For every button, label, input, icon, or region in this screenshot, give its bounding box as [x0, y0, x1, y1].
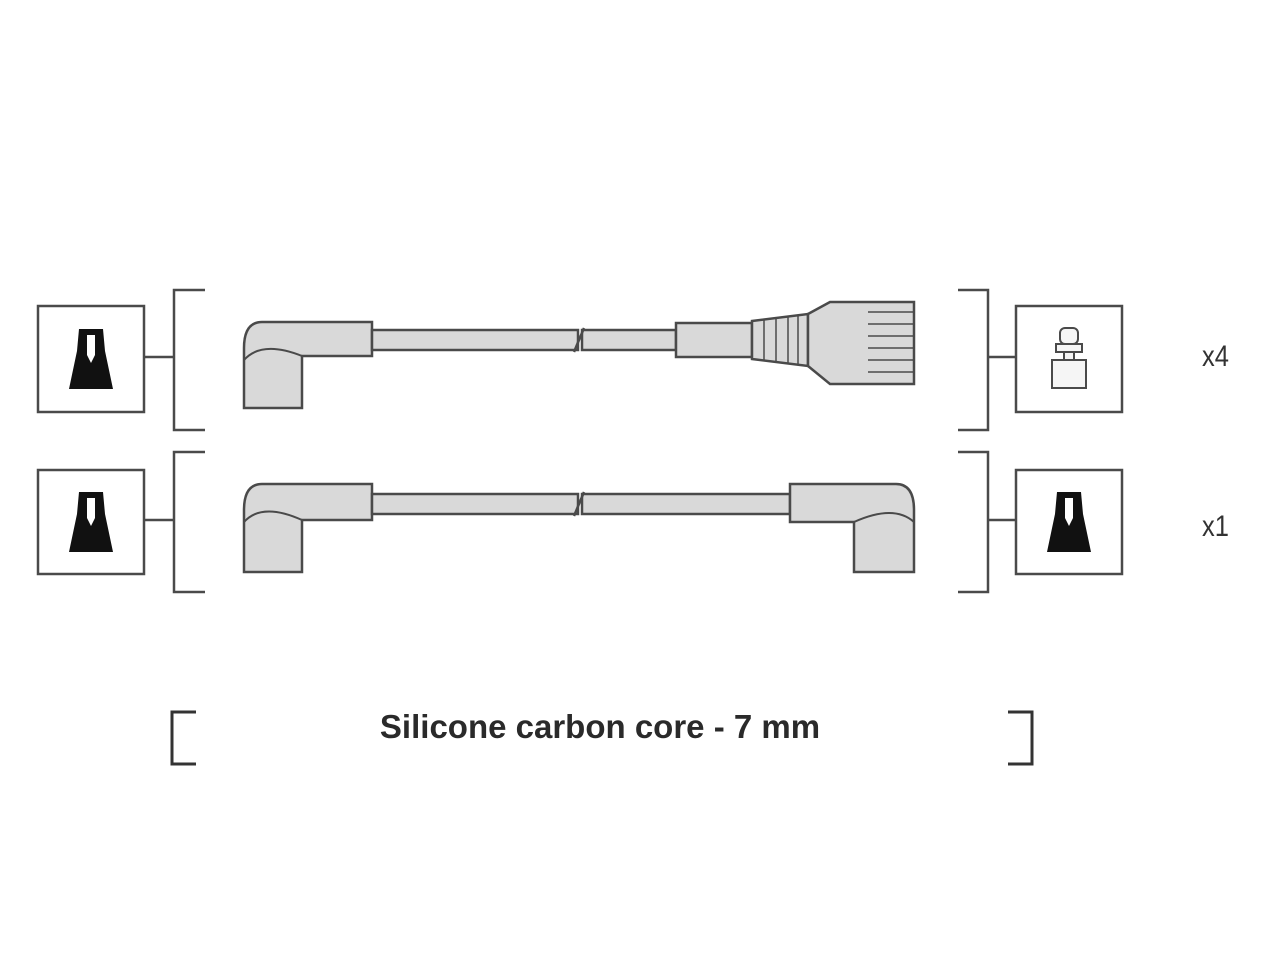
- left-bracket-2: [172, 450, 205, 594]
- right-terminal-box-1: [988, 304, 1124, 414]
- left-terminal-box-2: [36, 468, 174, 576]
- cable-row-1: [36, 288, 1124, 432]
- angled-boot-right-2: [788, 482, 916, 574]
- caption-bracket-right: [1008, 710, 1034, 766]
- straight-boot-right-1: [674, 300, 916, 386]
- left-terminal-box-1: [36, 304, 174, 414]
- angled-boot-left-2: [242, 482, 374, 574]
- cable-2: [370, 491, 792, 517]
- cable-row-2: [36, 450, 1124, 594]
- angled-boot-left-1: [242, 320, 374, 410]
- right-terminal-box-2: [988, 468, 1124, 576]
- right-bracket-1: [958, 288, 990, 432]
- right-bracket-2: [958, 450, 990, 594]
- left-bracket-1: [172, 288, 205, 432]
- spark-plug-terminal-icon: [1051, 327, 1087, 389]
- cable-core-caption: Silicone carbon core - 7 mm: [379, 708, 821, 745]
- cable-1: [370, 327, 678, 353]
- quantity-label-row-1: x4: [1202, 340, 1229, 373]
- quantity-label-row-2: x1: [1202, 510, 1229, 543]
- caption-bracket-left: [170, 710, 196, 766]
